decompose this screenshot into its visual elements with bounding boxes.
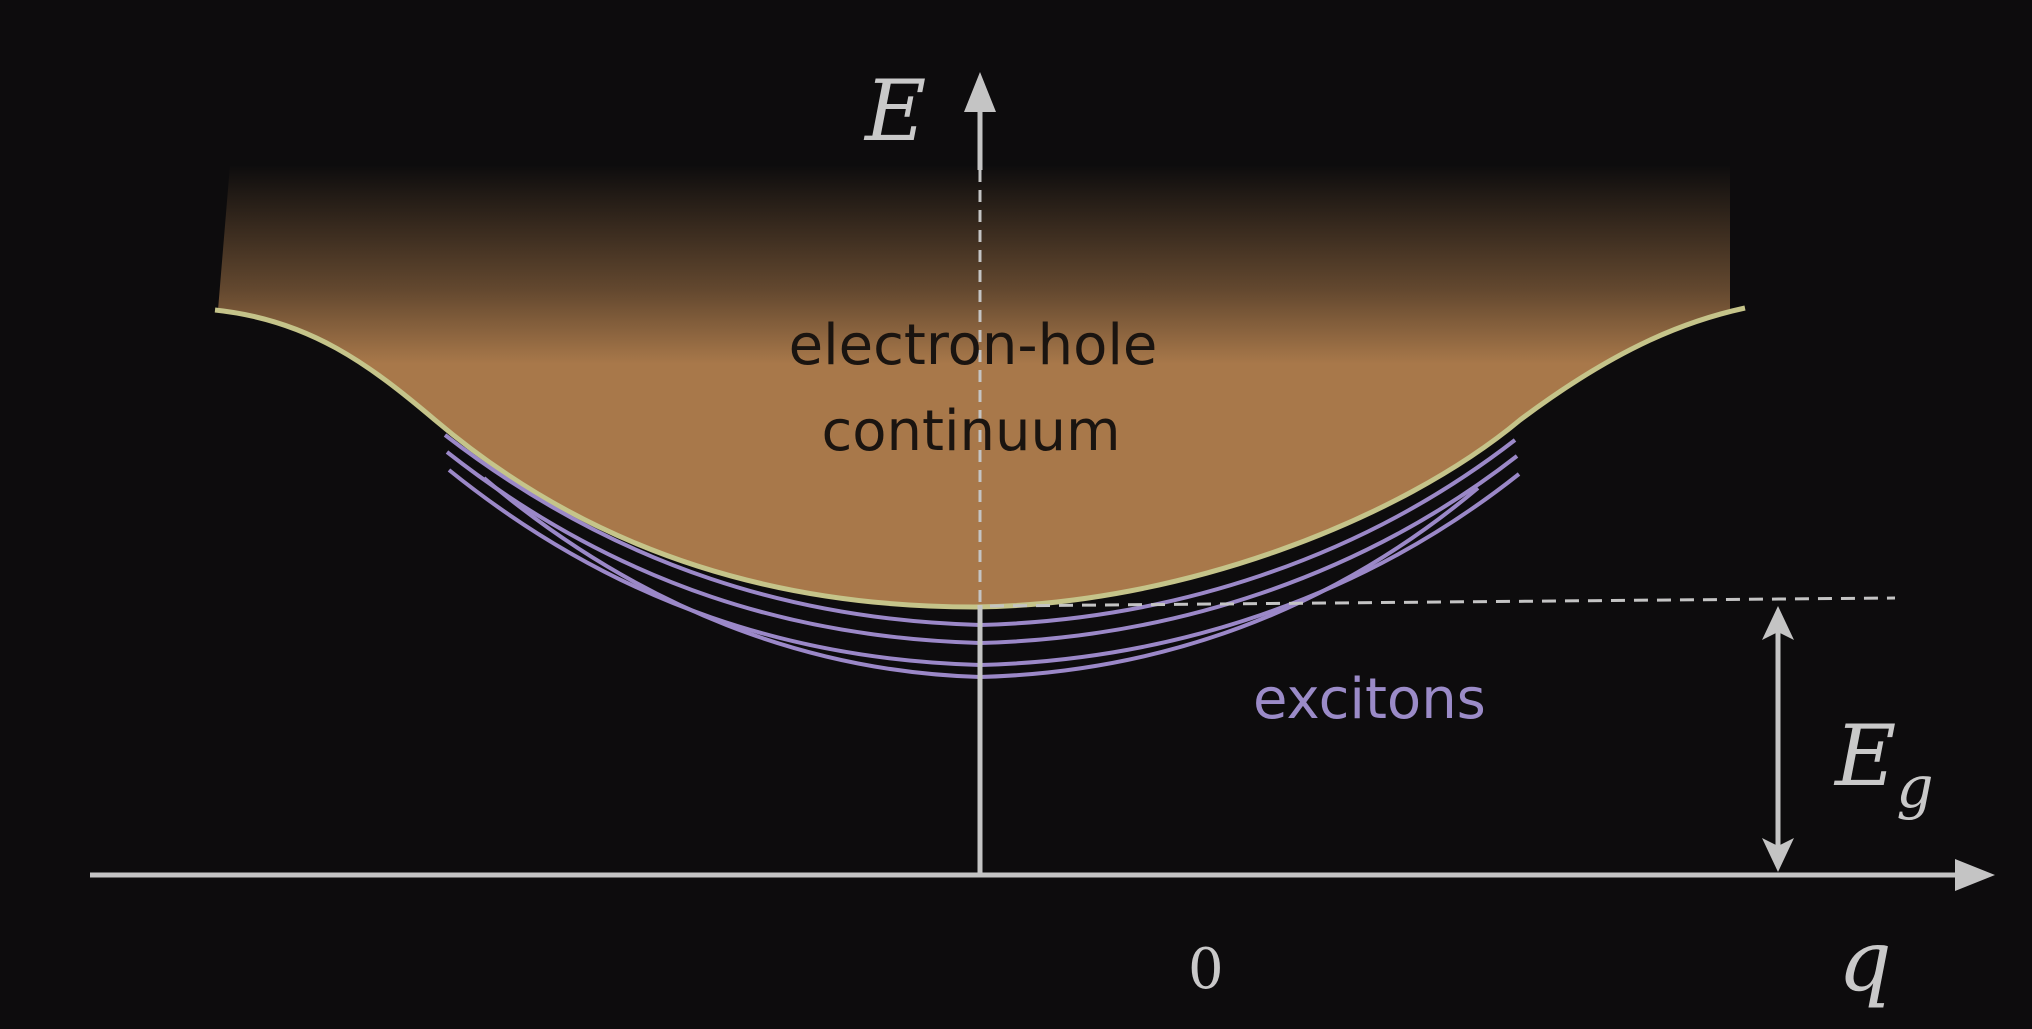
origin-tick-label: 0 (1188, 937, 1224, 1002)
continuum-label-line2: continuum (821, 399, 1120, 464)
continuum-label-line1: electron-hole (789, 313, 1158, 378)
e-axis-arrowhead (964, 72, 996, 112)
electron-hole-continuum-band (218, 165, 1730, 607)
q-axis-label: q (1838, 912, 1892, 1010)
gap-reference-line (989, 596, 1896, 608)
q-axis-arrowhead (1955, 859, 1995, 891)
e-axis-label: E (863, 62, 926, 160)
gap-subscript: g (1896, 753, 1933, 821)
continuum-edge-curve (214, 305, 1746, 610)
excitons-label: excitons (1253, 667, 1486, 732)
gap-label: Eg (1833, 707, 1933, 821)
gap-symbol: E (1833, 707, 1896, 805)
gap-arrow-head-down (1762, 838, 1794, 872)
gap-arrow-head-up (1762, 606, 1794, 640)
